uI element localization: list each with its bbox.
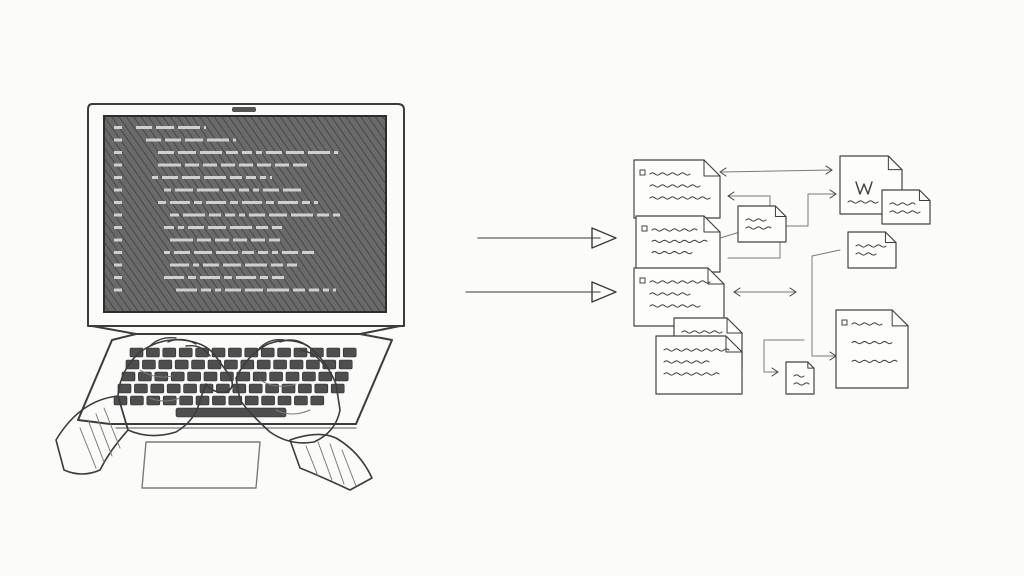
keyboard-key [289,359,304,370]
document-icon [835,309,909,389]
keyboard-key [179,395,193,406]
document-stack [633,155,931,395]
keyboard-key [326,347,341,358]
keyboard-key [228,347,242,358]
document-icon [847,231,897,269]
keyboard-key [310,395,325,406]
keyboard-key [248,383,263,394]
keyboard-key [117,383,132,394]
keyboard-key [130,395,144,406]
document-icon [655,335,743,395]
code-line [114,163,307,167]
keyboard [113,347,357,418]
keyboard-key [338,359,353,370]
keyboard-key [306,359,320,370]
keyboard-key [166,383,181,394]
spacebar-key [175,407,287,418]
keyboard-key [228,395,243,406]
keyboard-key [183,383,197,394]
code-line [114,226,282,229]
code-line [114,126,206,129]
flow-connectors [719,165,841,377]
keyboard-key [302,371,316,382]
arrow-right-icon [477,227,617,249]
keyboard-key [191,359,205,370]
laptop-icon [77,103,405,489]
keyboard-key [314,383,329,394]
keyboard-key [318,371,333,382]
keyboard-key [150,383,165,394]
keyboard-key [294,395,308,406]
code-line [114,251,314,254]
code-line [114,263,297,267]
keyboard-key [293,347,308,358]
keyboard-key [195,395,210,406]
keyboard-key [269,371,283,382]
keyboard-key [211,347,226,358]
keyboard-key [298,383,312,394]
keyboard-key [277,347,291,358]
document-icon [785,361,815,395]
code-line [114,201,318,204]
keyboard-key [244,395,259,406]
keyboard-key [158,359,173,370]
document-icon [633,159,721,219]
trackpad [141,441,261,489]
keyboard-key [174,359,189,370]
keyboard-key [334,371,349,382]
code-line [114,238,280,242]
keyboard-key [146,347,160,358]
keyboard-key [203,371,218,382]
keyboard-key [261,395,275,406]
keyboard-key [129,347,144,358]
keyboard-key [178,347,193,358]
keyboard-key [187,371,201,382]
arrow-right-icon [465,281,617,303]
keyboard-key [162,347,177,358]
code-line [114,151,338,154]
keyboard-key [224,359,238,370]
document-icon [737,205,787,243]
keyboard-key [260,347,275,358]
keyboard-key [273,359,287,370]
keyboard-key [342,347,357,358]
document-icon [635,215,721,273]
document-icon [633,267,725,327]
code-line [114,213,340,217]
keyboard-key [232,383,247,394]
keyboard-key [138,371,152,382]
document-icon [881,189,931,225]
keyboard-key [212,395,226,406]
code-line [114,176,272,179]
keyboard-key [142,359,156,370]
keyboard-key [285,371,300,382]
code-line [114,276,284,279]
code-line [114,188,301,192]
hand-icon [55,336,373,491]
keyboard-key [252,371,267,382]
keyboard-key [256,359,271,370]
keyboard-key [277,395,292,406]
keyboard-key [170,371,185,382]
code-editor-lines [114,126,340,292]
code-line [114,138,236,142]
webcam-icon [232,107,256,112]
keyboard-key [125,359,140,370]
keyboard-key [134,383,148,394]
code-line [114,288,336,292]
